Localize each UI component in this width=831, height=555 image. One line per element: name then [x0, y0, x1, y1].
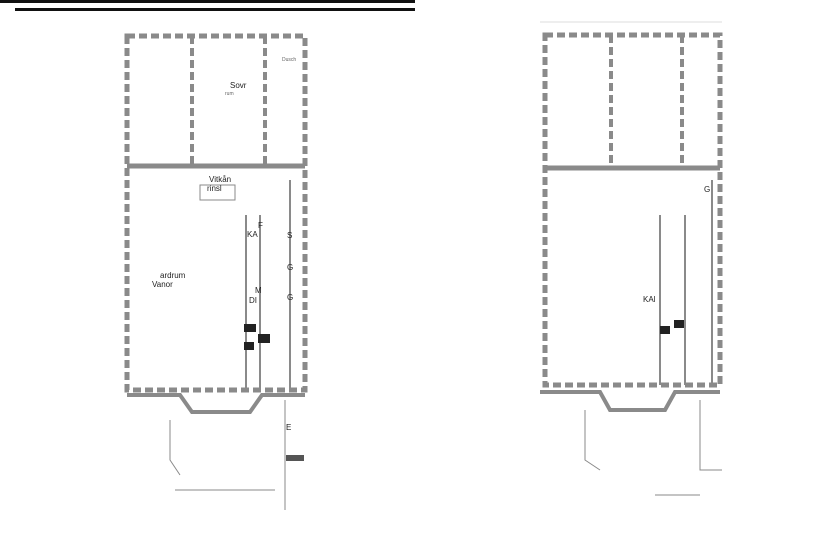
room-sublabel: rum [225, 91, 234, 97]
room-sublabel-living: Vanor [152, 280, 173, 289]
label-g-right: G [704, 185, 711, 194]
label-di: DI [249, 296, 257, 305]
plan-right [540, 21, 723, 496]
label-s: S [287, 231, 293, 240]
room-label-bedroom: Sovr [230, 81, 247, 90]
room-label-entrance: Vitkån [209, 175, 232, 184]
header-bars [0, 0, 415, 11]
label-g1: G [287, 263, 294, 272]
label-kitchen-right: KAl [643, 295, 656, 304]
room-label-dusch: Dusch [282, 57, 297, 63]
label-e: E [286, 423, 292, 432]
label-m: M [255, 286, 262, 295]
room-sublabel-entrance: rinsl [207, 184, 222, 193]
label-g2: G [287, 293, 294, 302]
label-kitchen: KA [247, 230, 258, 239]
room-label-living: ardrum [160, 271, 186, 280]
plan-left [124, 33, 308, 510]
label-f: F [258, 221, 263, 230]
